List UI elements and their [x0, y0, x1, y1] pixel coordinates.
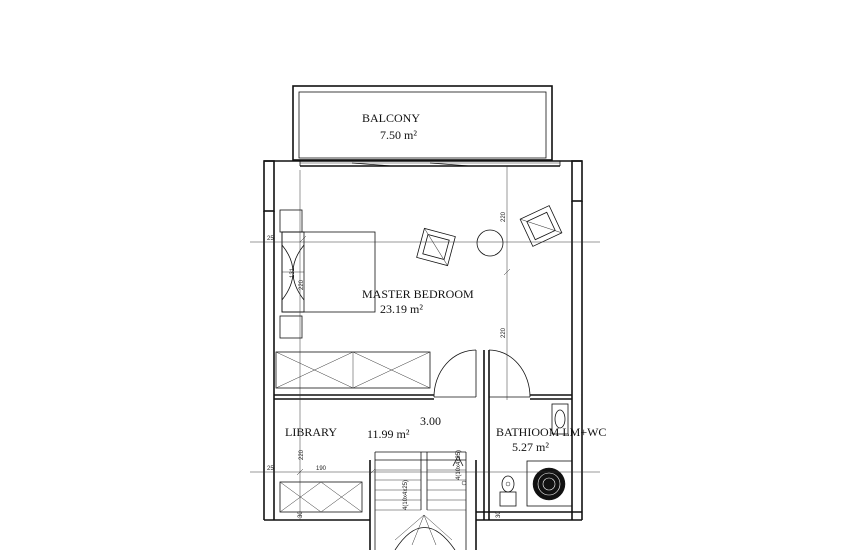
armchair-left	[416, 227, 456, 267]
dim-30-a: 30	[298, 511, 304, 518]
library-dimension: 3.00	[420, 414, 441, 428]
library-name: LIBRARY	[285, 425, 337, 439]
dim-131: 131	[290, 267, 296, 278]
stair-label-b: 4(10x4x25)	[456, 450, 462, 480]
master-bedroom-name: MASTER BEDROOM	[362, 287, 474, 301]
balcony-area: 7.50 m²	[380, 128, 417, 142]
bathroom-area: 5.27 m²	[512, 440, 549, 454]
bathroom-name: BATHIOOM LM+WC	[496, 425, 606, 439]
balcony-name: BALCONY	[362, 111, 420, 125]
bathroom-fixtures	[499, 403, 573, 507]
wardrobe	[275, 351, 431, 389]
dim-220-d: 220	[299, 279, 305, 290]
stair-label-a: 4(10x4x25)	[403, 480, 409, 510]
dim-220-b: 220	[501, 327, 507, 338]
outer-walls	[263, 160, 583, 521]
dim-25-a: 25	[267, 236, 274, 242]
dim-25-b: 25	[267, 466, 274, 472]
dimension-lines	[250, 166, 600, 520]
bed	[279, 209, 376, 339]
armchair-right	[519, 205, 563, 247]
round-table	[476, 229, 504, 257]
balcony: BALCONY 7.50 m²	[292, 85, 553, 161]
staircase	[374, 451, 467, 550]
bathroom-door	[488, 349, 531, 398]
library-area: 11.99 m²	[367, 427, 410, 441]
dim-190: 190	[316, 466, 327, 472]
library-shelf	[279, 481, 363, 513]
dim-220-a: 220	[501, 211, 507, 222]
dim-220-c: 220	[299, 449, 305, 460]
dim-30-b: 30	[496, 511, 502, 518]
library-door	[433, 349, 477, 398]
master-bedroom-area: 23.19 m²	[380, 302, 423, 316]
